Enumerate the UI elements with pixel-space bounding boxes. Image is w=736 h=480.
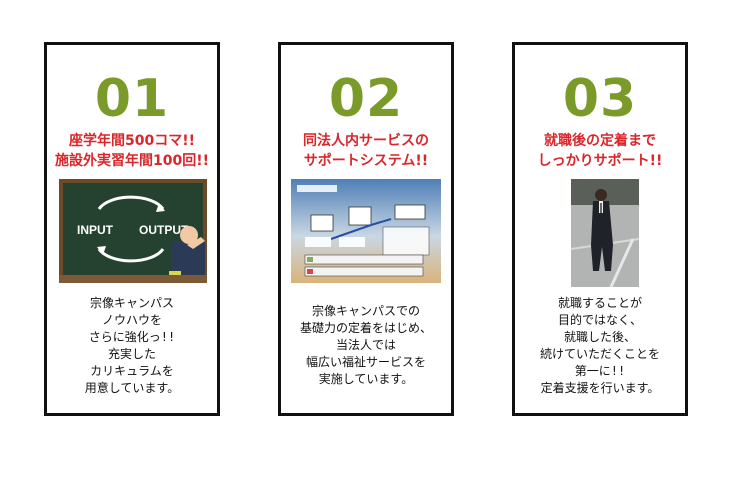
card-title-line: しっかりサポート!! <box>537 153 663 169</box>
card-title: 就職後の定着まで しっかりサポート!! <box>515 131 685 171</box>
card-title: 座学年間500コマ!! 施設外実習年間100回!! <box>47 131 217 171</box>
body-line: さらに強化っ!! <box>88 330 176 344</box>
card-title-line: 座学年間500コマ!! <box>69 133 195 149</box>
body-line: 宗像キャンパスでの <box>311 304 420 318</box>
card-body: 宗像キャンパス ノウハウを さらに強化っ!! 充実した カリキュラムを 用意して… <box>47 295 217 397</box>
body-line: 幅広い福祉サービスを <box>305 355 426 369</box>
body-line: カリキュラムを <box>90 364 174 378</box>
body-line: 続けていただくことを <box>539 347 660 361</box>
body-line: 宗像キャンパス <box>89 296 174 310</box>
card-title-line: 就職後の定着まで <box>544 133 656 149</box>
body-line: 実施しています。 <box>318 372 414 386</box>
card-number: 03 <box>562 69 638 129</box>
feature-card-2: 02 同法人内サービスの サポートシステム!! <box>278 42 454 416</box>
body-line: ノウハウを <box>101 313 162 327</box>
body-line: 就職することが <box>557 296 642 310</box>
input-label: INPUT <box>77 223 114 237</box>
card-number: 02 <box>328 69 404 129</box>
blackboard-illustration: INPUT OUTPUT <box>59 179 207 283</box>
body-line: 当法人では <box>335 338 396 352</box>
body-line: 基礎力の定着をはじめ、 <box>299 321 432 335</box>
card-title-line: 同法人内サービスの <box>303 133 429 149</box>
body-line: 定着支援を行います。 <box>540 381 660 395</box>
body-line: 第一に!! <box>574 364 626 378</box>
card-title: 同法人内サービスの サポートシステム!! <box>281 131 451 171</box>
worker-photo <box>571 179 639 287</box>
card-number: 01 <box>94 69 170 129</box>
output-label: OUTPUT <box>139 223 189 237</box>
card-body: 宗像キャンパスでの 基礎力の定着をはじめ、 当法人では 幅広い福祉サービスを 実… <box>281 303 451 388</box>
support-model-diagram <box>291 179 441 283</box>
body-line: 目的ではなく、 <box>557 313 642 327</box>
feature-card-3: 03 就職後の定着まで しっかりサポート!! 就職することが 目的ではなく、 就… <box>512 42 688 416</box>
body-line: 就職した後、 <box>563 330 636 344</box>
card-body: 就職することが 目的ではなく、 就職した後、 続けていただくことを 第一に!! … <box>515 295 685 397</box>
body-line: 用意しています。 <box>84 381 180 395</box>
feature-card-1: 01 座学年間500コマ!! 施設外実習年間100回!! INPUT OUTPU… <box>44 42 220 416</box>
card-title-line: サポートシステム!! <box>303 153 429 169</box>
card-title-line: 施設外実習年間100回!! <box>55 153 209 169</box>
body-line: 充実した <box>107 347 156 361</box>
